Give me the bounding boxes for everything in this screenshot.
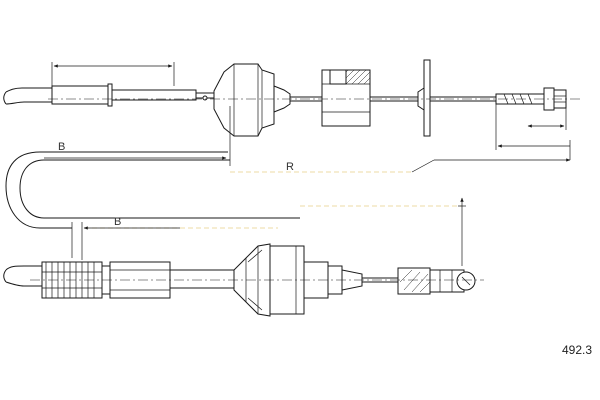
dimension-label-r: R <box>286 161 294 173</box>
dimension-label-b-top: B <box>58 141 65 153</box>
top-dimensions <box>51 62 571 160</box>
bottom-dimensions <box>71 222 278 260</box>
dimension-label-b-bottom: B <box>114 216 121 228</box>
bottom-cable-assembly <box>3 243 484 317</box>
top-cable-assembly <box>3 59 580 137</box>
cable-loop-outline <box>5 106 571 266</box>
part-number-label: 492.3 <box>561 343 592 357</box>
